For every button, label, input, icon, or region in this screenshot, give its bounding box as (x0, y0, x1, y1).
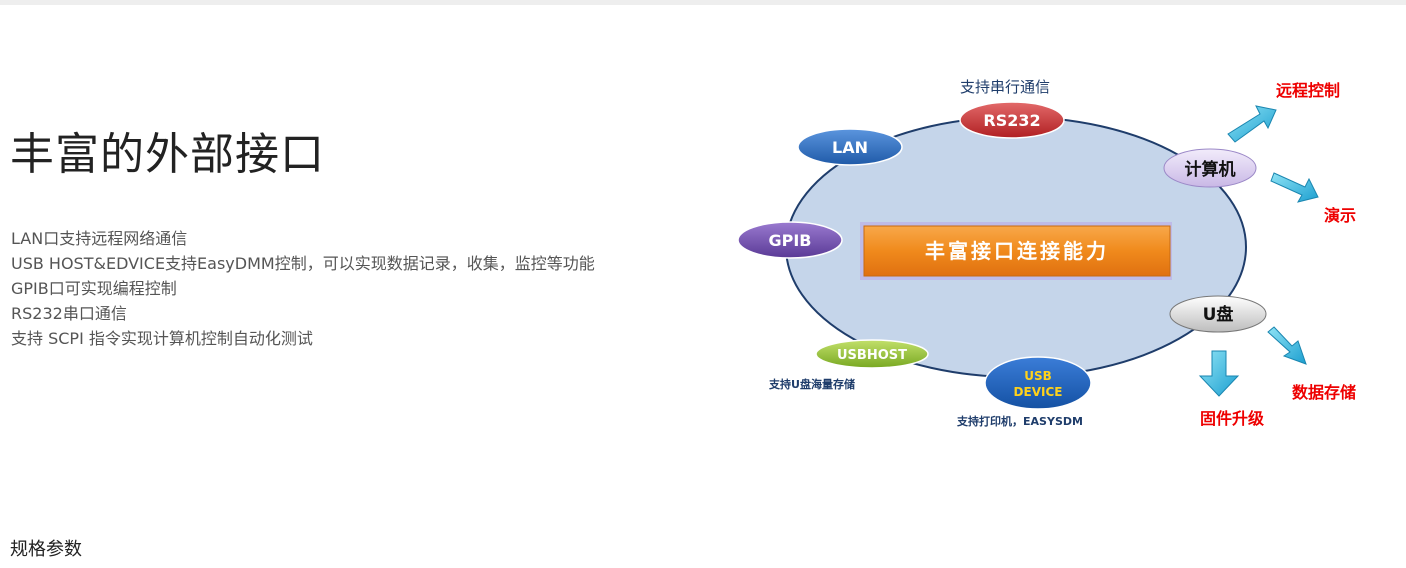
usbdevice-node: USB DEVICE (984, 356, 1092, 410)
page-title: 丰富的外部接口 (10, 129, 325, 180)
feature-item: LAN口支持远程网络通信 (11, 229, 188, 248)
rs232-caption: 支持串行通信 (960, 78, 1050, 96)
output-demo: 演示 (1324, 206, 1356, 225)
output-data-storage: 数据存储 (1292, 383, 1356, 402)
rs232-node: RS232 (959, 101, 1065, 139)
udisk-node: U盘 (1169, 295, 1267, 333)
gpib-label: GPIB (768, 231, 811, 250)
feature-item: RS232串口通信 (11, 304, 127, 323)
usbhost-label: USBHOST (837, 348, 907, 363)
output-remote-control: 远程控制 (1276, 81, 1340, 100)
interface-diagram-image: 丰富接口连接能力 支持串行通信 RS232 LAN GPIB 计算机 U盘 US… (737, 78, 1356, 428)
usbhost-node: USBHOST (815, 339, 929, 369)
rs232-label: RS232 (983, 111, 1040, 130)
usbhost-caption: 支持U盘海量存储 (768, 377, 855, 391)
center-label: 丰富接口连接能力 (925, 239, 1109, 263)
center-label-box: 丰富接口连接能力 (860, 222, 1172, 280)
feature-item: GPIB口可实现编程控制 (11, 279, 177, 298)
computer-node: 计算机 (1163, 148, 1257, 188)
arrow-up-right-icon (1227, 105, 1277, 143)
feature-list: LAN口支持远程网络通信 USB HOST&EDVICE支持EasyDMM控制，… (11, 226, 595, 351)
usbdevice-label-1: USB (1024, 369, 1052, 383)
output-firmware-upgrade: 固件升级 (1200, 409, 1265, 428)
udisk-label: U盘 (1203, 304, 1234, 325)
feature-item: USB HOST&EDVICE支持EasyDMM控制，可以实现数据记录，收集，监… (11, 254, 595, 273)
arrow-down-right-icon (1267, 326, 1307, 365)
usbdevice-label-2: DEVICE (1014, 385, 1063, 399)
gpib-node: GPIB (737, 221, 843, 259)
computer-label: 计算机 (1185, 159, 1236, 180)
usbdevice-caption: 支持打印机，EASYSDM (956, 414, 1083, 428)
arrow-down-right-icon (1270, 172, 1319, 203)
top-bar (0, 0, 1406, 5)
arrow-down-icon (1198, 350, 1240, 397)
feature-item: 支持 SCPI 指令实现计算机控制自动化测试 (11, 329, 313, 348)
lan-node: LAN (797, 128, 903, 166)
lan-label: LAN (832, 138, 868, 157)
specs-heading[interactable]: 规格参数 (10, 539, 82, 560)
